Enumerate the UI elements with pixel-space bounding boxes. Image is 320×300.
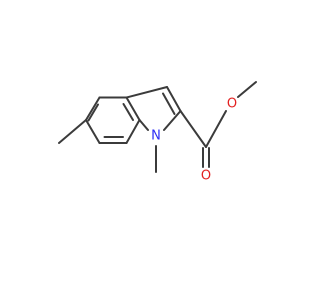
bond-c7-c7a: [125, 119, 141, 144]
bond-c3-c2: [166, 86, 182, 112]
bond-c5-methyl: [58, 119, 87, 144]
bond-o-methyl: [237, 81, 257, 98]
bond-c4-c5: [85, 96, 101, 121]
bond-c2-n1: [163, 110, 182, 131]
bond-c2-carbonyl: [179, 110, 207, 148]
bond-carbonyl-o-single: [205, 110, 227, 148]
atom-label-carbonyl-oxygen: O: [201, 169, 211, 184]
bond-n1-c7a: [138, 119, 149, 131]
atom-label-n1: N: [151, 129, 161, 144]
bond-c7a-c3a-inner: [122, 103, 134, 121]
bond-c3-c2-inner: [162, 92, 176, 115]
bond-c5-c6: [85, 119, 101, 144]
bond-c3a-c3: [125, 86, 168, 99]
structure-canvas: N O O: [58, 81, 257, 184]
atom-label-ester-oxygen: O: [227, 97, 237, 112]
bond-c7a-c3a: [125, 96, 141, 121]
bond-c4-c5-inner: [87, 103, 99, 122]
molecule-structure: N O O: [58, 81, 257, 184]
